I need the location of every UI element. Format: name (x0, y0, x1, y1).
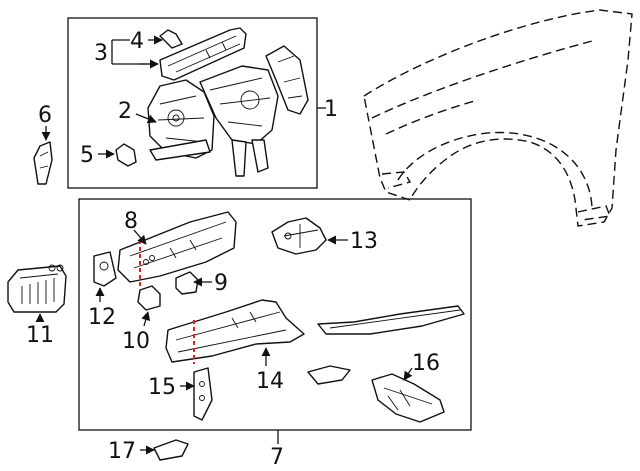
apron-group-frame (67, 17, 318, 189)
part-10-bracket (137, 285, 161, 311)
callout-8: 8 (124, 209, 138, 234)
part-3-upper-rail (159, 27, 247, 81)
part-8-front-side-member (117, 211, 237, 288)
part-5-bracket (115, 143, 137, 167)
part-17-bracket (153, 439, 189, 461)
callout-14: 14 (256, 369, 284, 394)
part-6-brace (33, 141, 53, 185)
side-member-group-frame (78, 198, 472, 431)
callout-5: 5 (80, 143, 94, 168)
callout-9: 9 (214, 271, 228, 296)
callout-4: 4 (130, 29, 144, 54)
part-16-panel (371, 373, 445, 423)
callout-10: 10 (122, 329, 150, 354)
callout-1: 1 (324, 97, 338, 122)
part-4-clip (159, 29, 183, 49)
fender-outline (363, 9, 633, 227)
apron-main-body (149, 65, 279, 177)
part-9-bracket (175, 271, 199, 295)
upper-rail-extension (317, 305, 465, 335)
part-13-mount (271, 217, 327, 255)
part-12-plate (93, 251, 117, 287)
callout-13: 13 (350, 229, 378, 254)
part-14-rear-side-member (165, 299, 305, 364)
callout-11: 11 (26, 323, 54, 348)
small-bracket (307, 365, 351, 385)
callout-2: 2 (118, 99, 132, 124)
leader-lines (35, 35, 413, 455)
part-11-crash-box (7, 264, 67, 313)
apron-rear-bracket (265, 45, 309, 115)
callout-6: 6 (38, 103, 52, 128)
callout-7: 7 (270, 445, 284, 470)
part-15-plate (193, 367, 213, 421)
callout-3: 3 (94, 41, 108, 66)
callout-17: 17 (108, 439, 136, 464)
callout-15: 15 (148, 375, 176, 400)
callout-12: 12 (88, 305, 116, 330)
part-2-apron (147, 79, 215, 159)
callout-16: 16 (412, 351, 440, 376)
